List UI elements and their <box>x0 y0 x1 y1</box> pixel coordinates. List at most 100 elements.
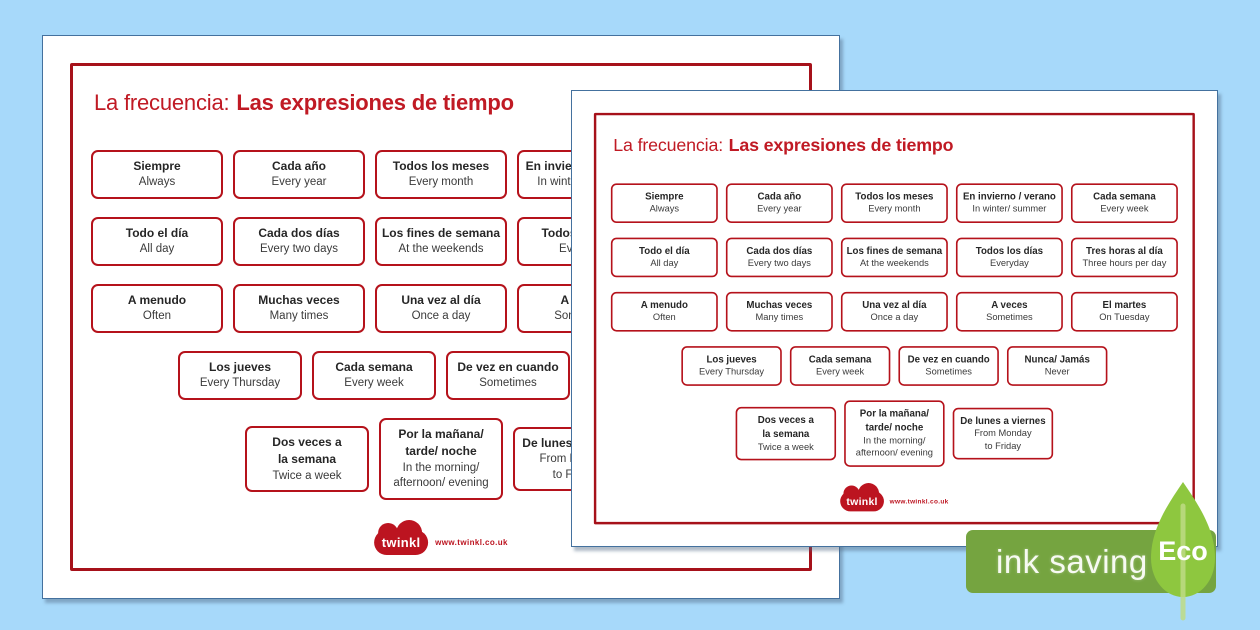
english-translation: Every Thursday <box>699 367 765 378</box>
spanish-phrase: De lunes a viernes <box>960 414 1046 427</box>
english-translation: Sometimes <box>986 313 1033 324</box>
english-translation: Every two days <box>260 243 338 256</box>
twinkl-logo: twinkl www.twinkl.co.uk <box>840 483 949 512</box>
ink-saving-label: ink saving <box>996 542 1148 580</box>
english-translation: From Monday to Friday <box>974 428 1032 452</box>
spanish-phrase: Todos los días <box>975 244 1044 257</box>
spanish-phrase: Nunca/ Jamás <box>1024 353 1090 365</box>
twinkl-cloud-icon: twinkl <box>374 520 429 555</box>
english-translation: Every month <box>868 204 921 215</box>
spanish-phrase: Los fines de semana <box>381 226 501 241</box>
page-title-main: Las expresiones de tiempo <box>236 90 514 115</box>
english-translation: Everyday <box>989 259 1029 269</box>
english-translation: At the weekends <box>859 259 929 269</box>
spanish-phrase: Los jueves <box>706 353 757 365</box>
spanish-phrase: Los jueves <box>208 360 272 375</box>
english-translation: All day <box>139 243 175 256</box>
english-translation: In the morning/ afternoon/ evening <box>393 461 489 490</box>
spanish-phrase: Cada semana <box>335 360 413 375</box>
spanish-phrase: Muchas veces <box>258 293 340 308</box>
expression-box: Los fines de semana At the weekends <box>840 237 948 278</box>
twinkl-url: www.twinkl.co.uk <box>889 497 949 505</box>
spanish-phrase: En invierno / verano <box>962 190 1056 203</box>
page-title-main: Las expresiones de tiempo <box>728 134 954 155</box>
spanish-phrase: Todo el día <box>125 226 189 241</box>
page-title-prefix: La frecuencia: <box>613 134 723 155</box>
english-translation: In winter/ summer <box>972 204 1047 215</box>
spanish-phrase: Cada semana <box>808 353 872 365</box>
spanish-phrase: Cada dos días <box>258 226 340 241</box>
english-translation: Never <box>1044 367 1070 378</box>
english-translation: Often <box>652 313 676 324</box>
english-translation: Twice a week <box>757 442 814 452</box>
english-translation: Often <box>142 310 172 323</box>
spanish-phrase: Muchas veces <box>746 299 813 311</box>
english-translation: Always <box>138 176 176 189</box>
expression-box: El martes On Tuesday <box>1070 291 1178 332</box>
english-translation: Once a day <box>870 313 919 324</box>
page-title: La frecuencia:Las expresiones de tiempo <box>613 135 953 156</box>
english-translation: On Tuesday <box>1099 313 1150 324</box>
spanish-phrase: Siempre <box>133 159 181 174</box>
spanish-phrase: Cada año <box>757 190 802 203</box>
english-translation: Every week <box>816 367 865 378</box>
twinkl-url: www.twinkl.co.uk <box>435 538 508 547</box>
english-translation: Sometimes <box>479 377 537 390</box>
spanish-phrase: Todos los meses <box>855 190 934 203</box>
english-translation: Every week <box>1100 204 1149 215</box>
spanish-phrase: Cada semana <box>1093 190 1156 203</box>
spanish-phrase: Dos veces a la semana <box>757 413 814 440</box>
worksheet-sheet: La frecuencia:Las expresiones de tiempo … <box>572 91 1217 546</box>
spanish-phrase: Por la mañana/ tarde/ noche <box>859 407 929 434</box>
english-translation: All day <box>650 259 679 269</box>
spanish-phrase: El martes <box>1102 299 1147 311</box>
spanish-phrase: Tres horas al día <box>1086 244 1163 257</box>
english-translation: Every week <box>344 377 404 390</box>
english-translation: Many times <box>269 310 329 323</box>
english-translation: Every year <box>757 204 802 215</box>
spanish-phrase: Los fines de semana <box>846 244 943 257</box>
english-translation: Once a day <box>411 310 471 323</box>
spanish-phrase: A menudo <box>127 293 187 308</box>
page-title: La frecuencia:Las expresiones de tiempo <box>94 90 514 116</box>
spanish-phrase: Todos los meses <box>392 159 490 174</box>
english-translation: Every two days <box>747 259 811 269</box>
spanish-phrase: De vez en cuando <box>907 353 990 365</box>
spanish-phrase: Una vez al día <box>401 293 481 308</box>
english-translation: Every year <box>271 176 327 189</box>
english-translation: Many times <box>755 313 804 324</box>
twinkl-logo: twinkl www.twinkl.co.uk <box>374 520 508 555</box>
twinkl-logo-text: twinkl <box>846 495 878 508</box>
eco-label: Eco <box>1158 536 1208 566</box>
worksheet-page-front: La frecuencia:Las expresiones de tiempo … <box>571 90 1218 547</box>
english-translation: In the morning/ afternoon/ evening <box>855 435 933 459</box>
